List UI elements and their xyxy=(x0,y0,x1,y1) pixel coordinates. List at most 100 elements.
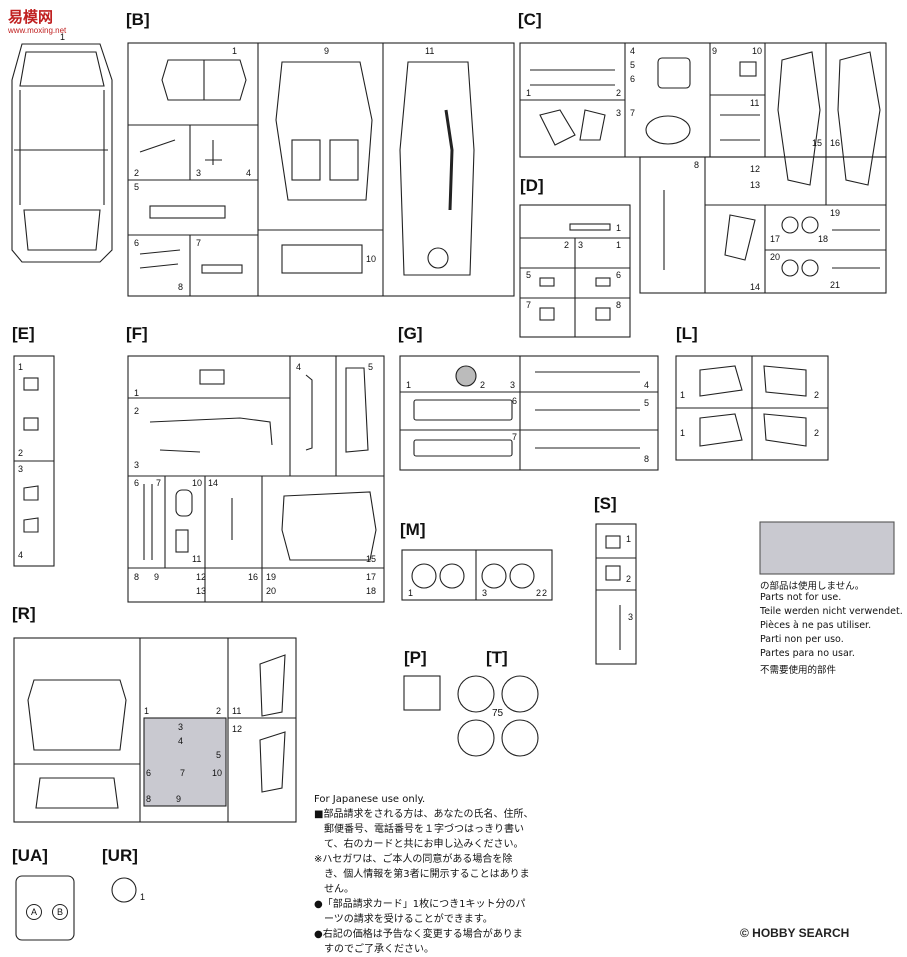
part-number-c: 13 xyxy=(750,180,760,190)
part-number-c: 18 xyxy=(818,234,828,244)
notes-line: ●「部品請求カード」1枚につき1キット分のパ xyxy=(314,899,526,910)
part-number-c: 21 xyxy=(830,280,840,290)
part-number-b: 8 xyxy=(178,282,183,292)
runner-g xyxy=(399,355,659,471)
part-number-s: 3 xyxy=(628,612,633,622)
part-number-f: 5 xyxy=(368,362,373,372)
part-number-f: 17 xyxy=(366,572,376,582)
part-number-d: 1 xyxy=(616,240,621,250)
part-number-f: 7 xyxy=(156,478,161,488)
part-number-b: 9 xyxy=(324,46,329,56)
part-number-f: 11 xyxy=(192,554,201,564)
part-number-b: 4 xyxy=(246,168,251,178)
part-number-car: 1 xyxy=(60,32,65,42)
legend-line-en: Parts not for use. xyxy=(760,592,842,603)
runner-f xyxy=(127,355,385,603)
part-number-r: 5 xyxy=(216,750,221,760)
part-number-f: 4 xyxy=(296,362,301,372)
part-number-f: 6 xyxy=(134,478,139,488)
part-number-r: 9 xyxy=(176,794,181,804)
frame-label-b: [B] xyxy=(126,10,150,29)
part-number-c: 16 xyxy=(830,138,840,148)
part-number-r: 12 xyxy=(232,724,242,734)
hobby-search-watermark: © HOBBY SEARCH xyxy=(740,926,850,940)
t-price: 75 xyxy=(492,708,504,719)
part-number-ur: 1 xyxy=(140,892,145,902)
part-number-b: 10 xyxy=(366,254,376,264)
frame-label-d: [D] xyxy=(520,176,544,195)
notes-block: For Japanese use only. ■部品請求をされる方は、あなたの氏… xyxy=(314,792,614,957)
part-number-g: 1 xyxy=(406,380,411,390)
runner-m xyxy=(401,549,553,601)
notes-line: せん。 xyxy=(314,884,354,895)
part-number-m: 2 xyxy=(536,588,541,598)
part-number-r: 8 xyxy=(146,794,151,804)
part-number-d: 1 xyxy=(616,223,621,233)
runner-l xyxy=(675,355,829,461)
notes-line: て、右のカードと共にお申し込みください。 xyxy=(314,839,524,850)
part-number-f: 20 xyxy=(266,586,276,596)
runner-r xyxy=(13,637,297,823)
legend-line-de: Teile werden nicht verwendet. xyxy=(760,606,903,617)
part-number-f: 8 xyxy=(134,572,139,582)
part-number-r: 10 xyxy=(212,768,222,778)
ua-letter-a: A xyxy=(26,904,42,920)
part-number-l: 2 xyxy=(814,428,819,438)
steering-wheel-ur xyxy=(111,877,137,903)
part-number-f: 2 xyxy=(134,406,139,416)
notes-line: ■部品請求をされる方は、あなたの氏名、住所、 xyxy=(314,809,534,820)
frame-label-ua: [UA] xyxy=(12,846,48,865)
tires-t xyxy=(457,675,539,757)
legend-line-fr: Pièces à ne pas utiliser. xyxy=(760,620,872,631)
frame-label-m: [M] xyxy=(400,520,426,539)
part-number-b: 3 xyxy=(196,168,201,178)
frame-label-g: [G] xyxy=(398,324,423,343)
part-number-f: 14 xyxy=(208,478,218,488)
part-number-c: 14 xyxy=(750,282,760,292)
part-number-f: 1 xyxy=(134,388,139,398)
part-number-c: 15 xyxy=(812,138,822,148)
part-number-d: 3 xyxy=(578,240,583,250)
part-number-c: 5 xyxy=(630,60,635,70)
runner-e xyxy=(13,355,55,567)
part-number-c: 20 xyxy=(770,252,780,262)
part-number-f: 16 xyxy=(248,572,258,582)
legend-line-ja: の部品は使用しません。 xyxy=(760,581,865,592)
notes-line: 郵便番号、電話番号を１字づつはっきり書い xyxy=(314,824,524,835)
ua-letter-b: B xyxy=(52,904,68,920)
frame-label-t: [T] xyxy=(486,648,508,667)
frame-label-f: [F] xyxy=(126,324,148,343)
part-number-g: 2 xyxy=(480,380,485,390)
part-number-c: 19 xyxy=(830,208,840,218)
part-number-f: 3 xyxy=(134,460,139,470)
frame-label-p: [P] xyxy=(404,648,427,667)
part-number-r: 2 xyxy=(216,706,221,716)
site-logo: 易模网 xyxy=(8,8,54,26)
part-number-c: 17 xyxy=(770,234,780,244)
part-number-r: 7 xyxy=(180,768,185,778)
part-number-m: 2 xyxy=(542,588,547,598)
part-number-d: 7 xyxy=(526,300,531,310)
frame-label-ur: [UR] xyxy=(102,846,138,865)
frame-label-s: [S] xyxy=(594,494,617,513)
part-number-b: 7 xyxy=(196,238,201,248)
part-number-b: 11 xyxy=(425,46,434,56)
part-number-e: 3 xyxy=(18,464,23,474)
part-number-b: 2 xyxy=(134,168,139,178)
notes-line: ーツの請求を受けることができます。 xyxy=(314,914,493,925)
part-number-f: 19 xyxy=(266,572,276,582)
part-number-c: 3 xyxy=(616,108,621,118)
notes-line: ●右記の価格は予告なく変更する場合がありま xyxy=(314,929,523,940)
notes-header: For Japanese use only. xyxy=(314,794,426,805)
site-url: www.moxing.net xyxy=(8,26,67,35)
part-number-c: 1 xyxy=(526,88,531,98)
unused-parts-swatch xyxy=(759,521,895,575)
part-number-s: 1 xyxy=(626,534,631,544)
legend-line-it: Parti non per uso. xyxy=(760,634,844,645)
part-number-b: 1 xyxy=(232,46,237,56)
part-number-c: 11 xyxy=(750,98,759,108)
part-number-e: 1 xyxy=(18,362,23,372)
part-number-d: 6 xyxy=(616,270,621,280)
